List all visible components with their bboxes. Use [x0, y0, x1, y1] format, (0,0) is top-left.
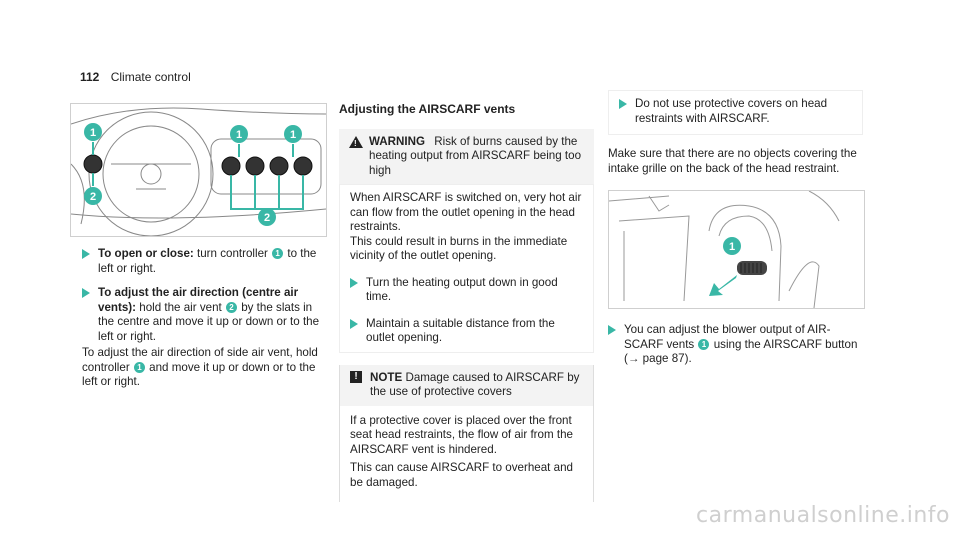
step2-text-a: hold the air vent	[139, 300, 222, 314]
warning-step-1: Turn the heating output down in good tim…	[350, 276, 583, 305]
step-arrow-icon	[82, 288, 90, 298]
headrest-drawing: 1	[609, 191, 840, 308]
continued-warning-box: Do not use protective covers on head res…	[608, 90, 863, 135]
figure-callout-2b: 2	[264, 212, 270, 224]
step-arrow-icon	[608, 325, 616, 335]
step2-bold: To adjust the air direction (centre air …	[98, 286, 299, 314]
warning-step-2-text: Maintain a suitable distance from the ou…	[366, 316, 555, 345]
dashboard-illustration: 1 2 1 1 2	[70, 103, 327, 237]
para-text-b: and move it up or down or to the left or…	[82, 360, 316, 389]
warning-title: Risk of burns caused by the heating outp…	[369, 134, 582, 177]
warning-label: WARNING	[369, 134, 426, 148]
step2-text-b: by the slats in the centre and move it u…	[98, 300, 320, 343]
left-column: 1 2 1 1 2 To open or close: turn control…	[70, 100, 327, 390]
blower-step-text-b: using the AIRSCARF button (→ page 87).	[624, 337, 858, 366]
note-box: ! NOTE Damage caused to AIRSCARF by the …	[339, 364, 594, 503]
note-paragraph-2: This can cause AIRSCARF to overheat and …	[350, 461, 573, 489]
blower-step: You can adjust the blower output of AIR-…	[608, 323, 863, 367]
note-paragraph-1: If a protective cover is placed over the…	[350, 413, 573, 456]
covers-step: Do not use protective covers on head res…	[619, 97, 852, 126]
callout-badge: 2	[225, 301, 237, 313]
right-column: Do not use protective covers on head res…	[608, 90, 865, 367]
step-arrow-icon	[619, 99, 627, 109]
headrest-callout-1: 1	[729, 241, 735, 253]
intake-grille-paragraph: Make sure that there are no objects cove…	[608, 147, 857, 175]
covers-step-text: Do not use protective covers on head res…	[635, 97, 828, 125]
warning-header: WARNING Risk of burns caused by the heat…	[339, 129, 594, 185]
page-number: 112	[80, 70, 100, 84]
warning-triangle-icon	[349, 135, 363, 151]
note-body: If a protective cover is placed over the…	[340, 406, 593, 503]
callout-badge: 1	[272, 248, 284, 259]
warning-box: WARNING Risk of burns caused by the heat…	[339, 128, 594, 353]
warning-body: When AIRSCARF is switched on, very hot a…	[339, 184, 594, 353]
middle-column: Adjusting the AIRSCARF vents WARNING Ris…	[339, 100, 594, 502]
step-arrow-icon	[350, 277, 358, 288]
para-text-a: To adjust the air direction of side air …	[82, 346, 318, 374]
note-label: NOTE	[370, 370, 403, 384]
figure-callout-2a: 2	[90, 191, 96, 203]
section-title: Climate control	[110, 70, 191, 84]
dashboard-drawing: 1 2 1 1 2	[71, 107, 326, 236]
step-open-close: To open or close: turn controller 1 to t…	[82, 247, 325, 276]
warning-step-1-text: Turn the heating output down in good tim…	[366, 275, 558, 304]
section-heading: Adjusting the AIRSCARF vents	[339, 102, 516, 116]
figure-callout-1a: 1	[90, 127, 96, 139]
headrest-illustration: 1	[608, 190, 865, 309]
step1-text-b: to the left or right.	[98, 247, 317, 275]
figure-callout-1c: 1	[290, 129, 296, 141]
step-air-direction: To adjust the air direction (centre air …	[82, 286, 325, 344]
callout-badge: 1	[133, 361, 145, 373]
step-arrow-icon	[82, 249, 90, 259]
warning-paragraph-1: When AIRSCARF is switched on, very hot a…	[350, 191, 582, 233]
warning-step-2: Maintain a suitable distance from the ou…	[350, 317, 583, 346]
callout-badge: 1	[698, 338, 710, 350]
step1-text-a: turn controller	[197, 247, 268, 260]
warning-paragraph-2: This could result in burns in the immedi…	[350, 234, 568, 263]
side-vent-paragraph: To adjust the air direction of side air …	[82, 346, 325, 390]
note-title: Damage caused to AIRSCARF by the use of …	[370, 370, 580, 399]
page-header: 112 Climate control	[80, 70, 191, 84]
blower-step-text-a: You can adjust the blower output of AIR-…	[624, 323, 831, 351]
figure-callout-1b: 1	[236, 129, 242, 141]
step-arrow-icon	[350, 318, 358, 329]
watermark: carmanualsonline.info	[696, 503, 950, 528]
note-header: ! NOTE Damage caused to AIRSCARF by the …	[340, 364, 593, 406]
note-exclamation-icon: !	[350, 370, 362, 383]
step1-bold: To open or close:	[98, 247, 194, 260]
